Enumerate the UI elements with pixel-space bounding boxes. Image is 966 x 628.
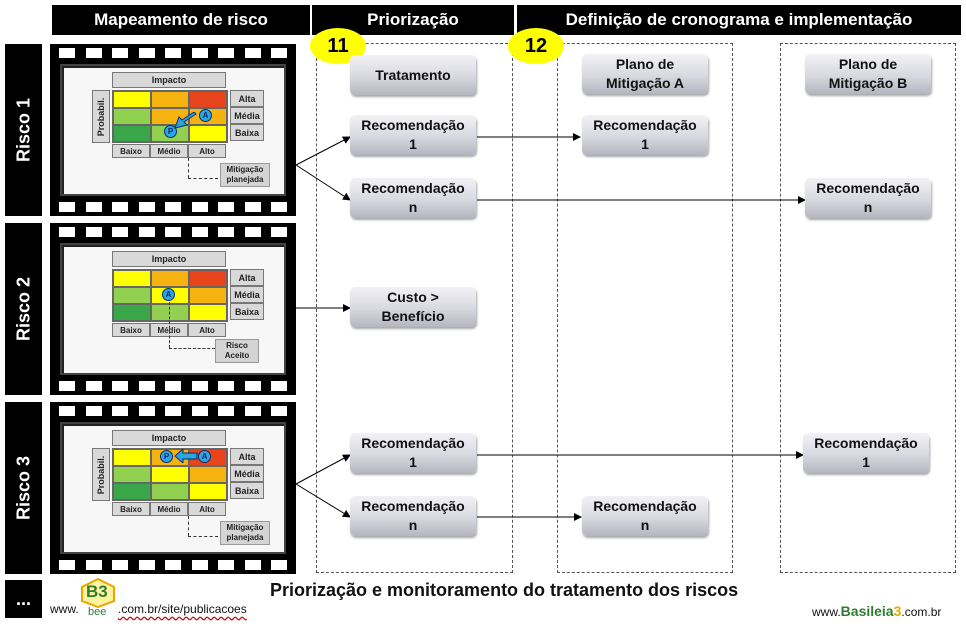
row-label-baixa: Baixa (230, 124, 264, 141)
header-priorizacao-label: Priorização (367, 10, 459, 29)
marker-atual: A (162, 288, 175, 301)
box-tratamento[interactable]: Tratamento (350, 55, 476, 95)
dotted-connector (169, 302, 170, 348)
box-plano-mitigacao-a[interactable]: Plano de Mitigação A (582, 54, 708, 94)
marker-atual: A (199, 109, 212, 122)
risk-matrix-grid (112, 90, 228, 143)
row-label-alta: Alta (230, 90, 264, 107)
probabil-label: Probabil. (92, 448, 110, 501)
col-label-medio: Médio (150, 502, 188, 516)
col-label-baixo: Baixo (112, 144, 150, 158)
film-holes-top (59, 406, 287, 416)
box-plano-b-recomendacao-n[interactable]: Recomendação n (805, 178, 931, 218)
footer-right-domain: .com.br (901, 605, 942, 619)
box-risco3-recomendacao-1[interactable]: Recomendação 1 (350, 433, 476, 473)
plano-b-column (780, 43, 956, 573)
row-label-alta: Alta (230, 269, 264, 286)
film-risk-1: Impacto Probabil. Alta Média Baixa Baixo… (50, 44, 296, 216)
arrow-icon (174, 112, 197, 129)
more-indicator: ... (5, 580, 42, 618)
row-label-baixa: Baixa (230, 303, 264, 320)
marker-planejado: P (164, 125, 177, 138)
col-label-baixo: Baixo (112, 323, 150, 337)
risk-matrix-frame: Impacto Probabil. Alta Média Baixa Baixo… (60, 422, 286, 554)
hexagon-icon (81, 577, 115, 609)
b3-bee-logo: B3 bee (80, 577, 116, 620)
risk-matrix-frame: Impacto Probabil. Alta Média Baixa Baixo… (60, 64, 286, 196)
row-label-baixa: Baixa (230, 482, 264, 499)
box-plano-a-recomendacao-1[interactable]: Recomendação 1 (582, 115, 708, 155)
film-holes-bottom (59, 560, 287, 570)
impacto-label: Impacto (112, 430, 226, 446)
arrow-icon (174, 449, 198, 463)
dotted-connector (188, 516, 189, 536)
header-mapeamento-label: Mapeamento de risco (94, 10, 268, 29)
col-label-alto: Alto (188, 323, 226, 337)
risk-3-label: Risco 3 (5, 402, 42, 574)
col-label-alto: Alto (188, 502, 226, 516)
box-plano-b-recomendacao-1[interactable]: Recomendação 1 (803, 433, 929, 473)
marker-planejado: P (160, 450, 173, 463)
box-risco1-recomendacao-1[interactable]: Recomendação 1 (350, 115, 476, 155)
note-risco-aceito: Risco Aceito (215, 339, 259, 363)
probabil-label: Probabil. (92, 90, 110, 143)
impacto-label: Impacto (112, 251, 226, 267)
row-label-alta: Alta (230, 448, 264, 465)
dotted-connector-h (188, 178, 218, 179)
box-custo-beneficio[interactable]: Custo > Benefício (350, 287, 476, 327)
film-holes-bottom (59, 381, 287, 391)
row-label-media: Média (230, 286, 264, 303)
basileia-sub: 3 (893, 603, 902, 619)
footer-right-www: www. (812, 605, 841, 619)
risk-1-label: Risco 1 (5, 44, 42, 216)
col-label-medio: Médio (150, 144, 188, 158)
impacto-label: Impacto (112, 72, 226, 88)
step-12-badge: 12 (508, 28, 564, 64)
risk-2-label: Risco 2 (5, 223, 42, 395)
risk-matrix-frame: Impacto Alta Média Baixa Baixo Médio Alt… (60, 243, 286, 375)
col-label-alto: Alto (188, 144, 226, 158)
header-mapeamento: Mapeamento de risco (52, 5, 310, 35)
note-mitigacao: Mitigação planejada (220, 163, 270, 187)
dotted-connector-h (169, 348, 215, 349)
logo-b3-text: B3 (86, 582, 108, 601)
box-risco1-recomendacao-n[interactable]: Recomendação n (350, 178, 476, 218)
dotted-connector (188, 158, 189, 178)
film-holes-top (59, 227, 287, 237)
footer-left-domain[interactable]: .com.br/site/publicacoes (118, 602, 247, 616)
film-holes-bottom (59, 202, 287, 212)
row-label-media: Média (230, 107, 264, 124)
box-plano-a-recomendacao-n[interactable]: Recomendação n (582, 496, 708, 536)
header-cronograma: Definição de cronograma e implementação (517, 5, 961, 35)
risk-matrix-grid (112, 269, 228, 322)
footer-title: Priorização e monitoramento do tratament… (270, 580, 739, 600)
box-plano-mitigacao-b[interactable]: Plano de Mitigação B (805, 54, 931, 94)
col-label-baixo: Baixo (112, 502, 150, 516)
film-risk-3: Impacto Probabil. Alta Média Baixa Baixo… (50, 402, 296, 574)
basileia-brand: Basileia (840, 603, 894, 619)
film-holes-top (59, 48, 287, 58)
note-mitigacao: Mitigação planejada (220, 521, 270, 545)
risk-matrix-grid (112, 448, 228, 501)
logo-bee-text: bee (88, 606, 107, 618)
box-risco3-recomendacao-n[interactable]: Recomendação n (350, 496, 476, 536)
marker-atual: A (198, 450, 211, 463)
header-cronograma-label: Definição de cronograma e implementação (565, 10, 913, 29)
dotted-connector-h (188, 536, 218, 537)
plano-a-column (557, 43, 733, 573)
footer-left-www: www. (50, 602, 79, 616)
row-label-media: Média (230, 465, 264, 482)
film-risk-2: Impacto Alta Média Baixa Baixo Médio Alt… (50, 223, 296, 395)
footer-right-link[interactable]: www.Basileia3.com.br (812, 603, 941, 619)
